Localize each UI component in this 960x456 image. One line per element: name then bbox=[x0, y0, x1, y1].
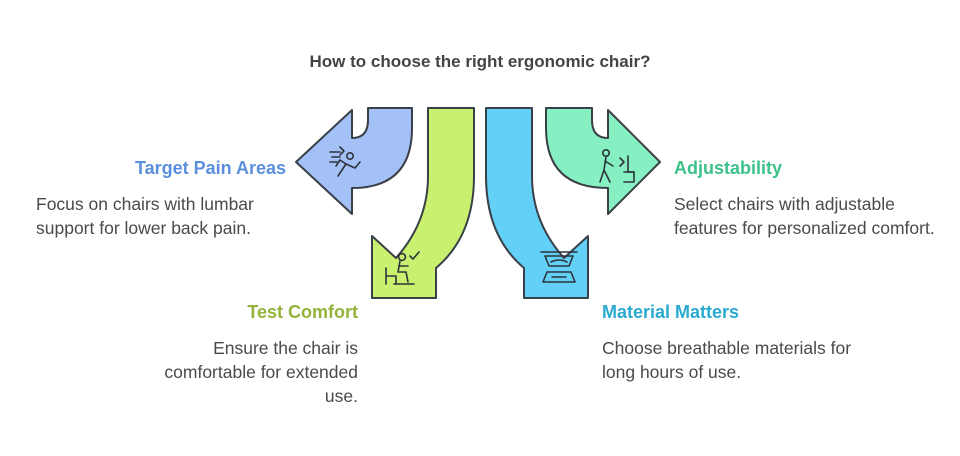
desc-target-pain-areas: Focus on chairs with lumbar support for … bbox=[36, 194, 254, 238]
label-adjustability: Adjustability bbox=[674, 158, 783, 178]
desc-adjustability: Select chairs with adjustable features f… bbox=[674, 194, 935, 238]
desc-test-comfort: Ensure the chair is comfortable for exte… bbox=[164, 338, 358, 406]
label-target-pain-areas: Target Pain Areas bbox=[134, 158, 286, 178]
arrow-test-comfort bbox=[371, 107, 475, 299]
person-adjust-chair-icon bbox=[599, 149, 635, 183]
fabric-material-icon bbox=[540, 251, 578, 283]
arrow-target-pain-areas bbox=[295, 107, 413, 215]
label-test-comfort: Test Comfort bbox=[247, 302, 358, 322]
arrow-adjustability bbox=[545, 107, 661, 215]
desc-material-matters: Choose breathable materials for long hou… bbox=[602, 338, 852, 382]
reclining-person-icon bbox=[329, 146, 361, 177]
label-material-matters: Material Matters bbox=[602, 302, 740, 322]
seated-person-check-icon bbox=[385, 251, 420, 285]
diagram-title: How to choose the right ergonomic chair? bbox=[309, 52, 651, 71]
arrow-material-matters bbox=[485, 107, 589, 299]
